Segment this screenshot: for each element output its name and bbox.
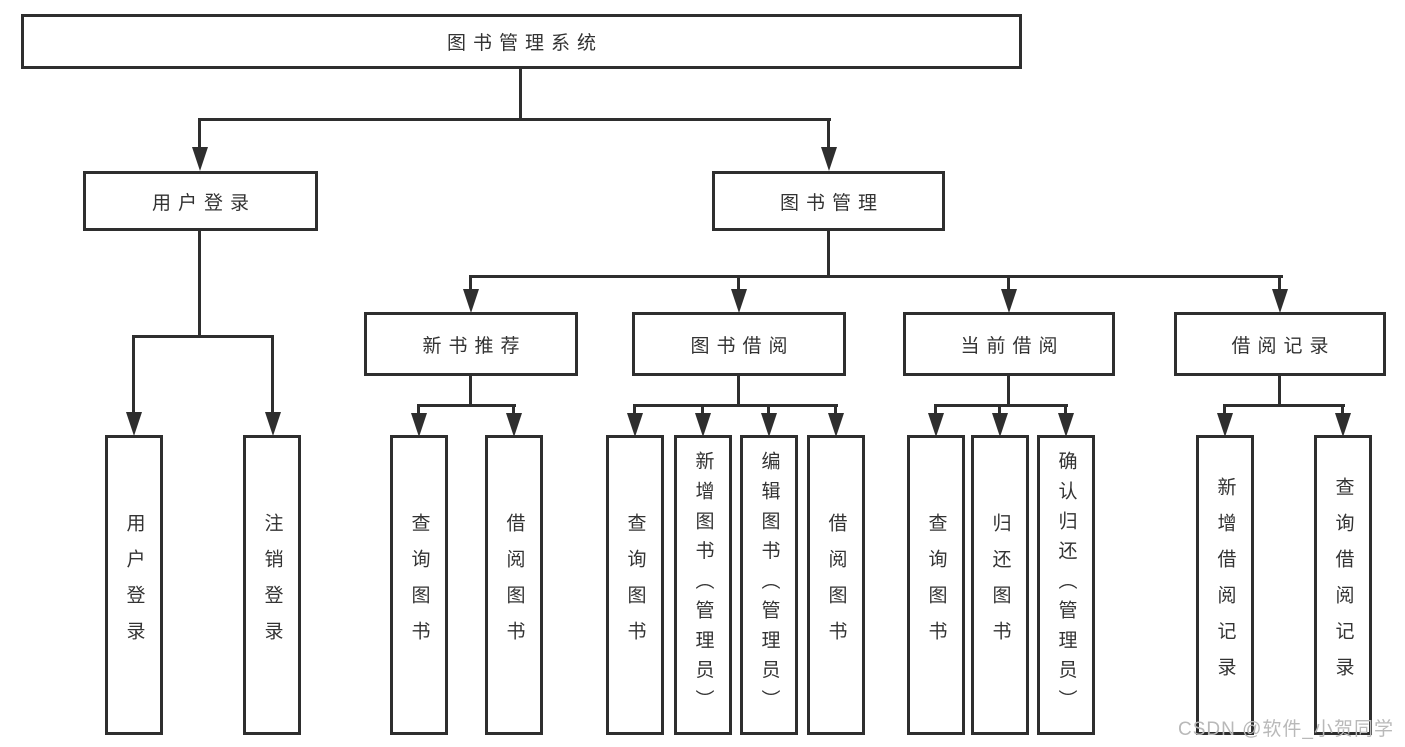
- node-label: 确认归还（管理员）: [1055, 451, 1077, 719]
- connector-stem-leaf: [737, 277, 740, 290]
- arrowhead: [192, 147, 208, 171]
- node-label: 用户登录: [123, 513, 145, 657]
- node-label: 图书管理: [779, 192, 884, 214]
- connector-stem-user-login: [198, 120, 201, 148]
- connector-stem-leaf: [1007, 277, 1010, 290]
- connector-stem-leaf: [1278, 277, 1281, 290]
- leaf-query-books-recommend: 查询图书: [390, 435, 448, 735]
- leaf-borrow-books: 借阅图书: [807, 435, 865, 735]
- arrowhead: [695, 413, 711, 437]
- node-label: 新增借阅记录: [1214, 477, 1236, 693]
- node-label: 当前借阅: [960, 335, 1065, 357]
- node-label: 用户登录: [151, 192, 256, 214]
- connector-stem-leaf: [633, 406, 636, 416]
- connector-branch: [1223, 404, 1345, 407]
- connector-stem-leaf: [701, 406, 704, 416]
- leaf-add-books-admin: 新增图书（管理员）: [674, 435, 732, 735]
- node-new-book-recommend: 新书推荐: [364, 312, 578, 376]
- leaf-add-borrow-record: 新增借阅记录: [1196, 435, 1254, 735]
- arrowhead: [828, 413, 844, 437]
- connector-stem-leaf: [998, 406, 1001, 416]
- connector-branch: [633, 404, 838, 407]
- node-label: 查询图书: [624, 513, 646, 657]
- node-label: 查询借阅记录: [1332, 477, 1354, 693]
- connector-stem: [1007, 376, 1010, 407]
- arrowhead: [821, 147, 837, 171]
- node-label: 查询图书: [408, 513, 430, 657]
- connector-stem-leaf: [512, 406, 515, 416]
- leaf-user-login: 用户登录: [105, 435, 163, 735]
- connector-stem-leaf: [1064, 406, 1067, 416]
- connector-stem-leaf: [132, 337, 135, 414]
- node-current-borrowing: 当前借阅: [903, 312, 1115, 376]
- node-label: 注销登录: [261, 513, 283, 657]
- arrowhead: [463, 289, 479, 313]
- node-label: 归还图书: [989, 513, 1011, 657]
- connector-stem-leaf: [469, 277, 472, 290]
- arrowhead: [928, 413, 944, 437]
- arrowhead: [506, 413, 522, 437]
- leaf-query-books-current: 查询图书: [907, 435, 965, 735]
- node-root-library-system: 图书管理系统: [21, 14, 1022, 69]
- node-label: 借阅图书: [825, 513, 847, 657]
- node-borrow-records: 借阅记录: [1174, 312, 1386, 376]
- leaf-query-books-borrowing: 查询图书: [606, 435, 664, 735]
- connector-book-management-stem: [827, 231, 830, 278]
- leaf-edit-books-admin: 编辑图书（管理员）: [740, 435, 798, 735]
- node-user-login: 用户登录: [83, 171, 318, 231]
- connector-stem: [469, 376, 472, 407]
- arrowhead: [992, 413, 1008, 437]
- arrowhead: [1058, 413, 1074, 437]
- connector-root-stem: [519, 68, 522, 121]
- connector-stem-leaf: [1341, 406, 1344, 416]
- arrowhead: [1272, 289, 1288, 313]
- arrowhead: [265, 412, 281, 436]
- connector-branch: [417, 404, 516, 407]
- node-book-management: 图书管理: [712, 171, 945, 231]
- node-label: 新增图书（管理员）: [692, 451, 714, 719]
- node-label: 借阅记录: [1231, 335, 1336, 357]
- node-label: 借阅图书: [503, 513, 525, 657]
- node-label: 查询图书: [925, 513, 947, 657]
- connector-stem-leaf: [417, 406, 420, 416]
- connector-level2-branch: [198, 118, 831, 121]
- connector-stem-leaf: [271, 337, 274, 414]
- connector-stem-leaf: [934, 406, 937, 416]
- leaf-logout: 注销登录: [243, 435, 301, 735]
- node-label: 图书管理系统: [446, 33, 603, 54]
- connector-level3-branch: [469, 275, 1283, 278]
- leaf-confirm-return-admin: 确认归还（管理员）: [1037, 435, 1095, 735]
- connector-stem: [737, 376, 740, 407]
- arrowhead: [1001, 289, 1017, 313]
- node-label: 新书推荐: [422, 335, 527, 357]
- connector-stem-book-management: [827, 120, 830, 148]
- arrowhead: [761, 413, 777, 437]
- csdn-watermark: CSDN @软件_小贺同学: [1178, 719, 1394, 740]
- arrowhead: [411, 413, 427, 437]
- connector-stem-leaf: [1223, 406, 1226, 416]
- connector-stem: [1278, 376, 1281, 407]
- connector-user-login-stem: [198, 231, 201, 338]
- leaf-borrow-books-recommend: 借阅图书: [485, 435, 543, 735]
- connector-stem-leaf: [834, 406, 837, 416]
- connector-stem-leaf: [767, 406, 770, 416]
- arrowhead: [1217, 413, 1233, 437]
- arrowhead: [627, 413, 643, 437]
- node-book-borrowing: 图书借阅: [632, 312, 846, 376]
- connector-branch: [934, 404, 1068, 407]
- leaf-return-books: 归还图书: [971, 435, 1029, 735]
- connector-user-login-branch: [132, 335, 274, 338]
- arrowhead: [1335, 413, 1351, 437]
- arrowhead: [126, 412, 142, 436]
- node-label: 编辑图书（管理员）: [758, 451, 780, 719]
- node-label: 图书借阅: [690, 335, 795, 357]
- leaf-query-borrow-record: 查询借阅记录: [1314, 435, 1372, 735]
- arrowhead: [731, 289, 747, 313]
